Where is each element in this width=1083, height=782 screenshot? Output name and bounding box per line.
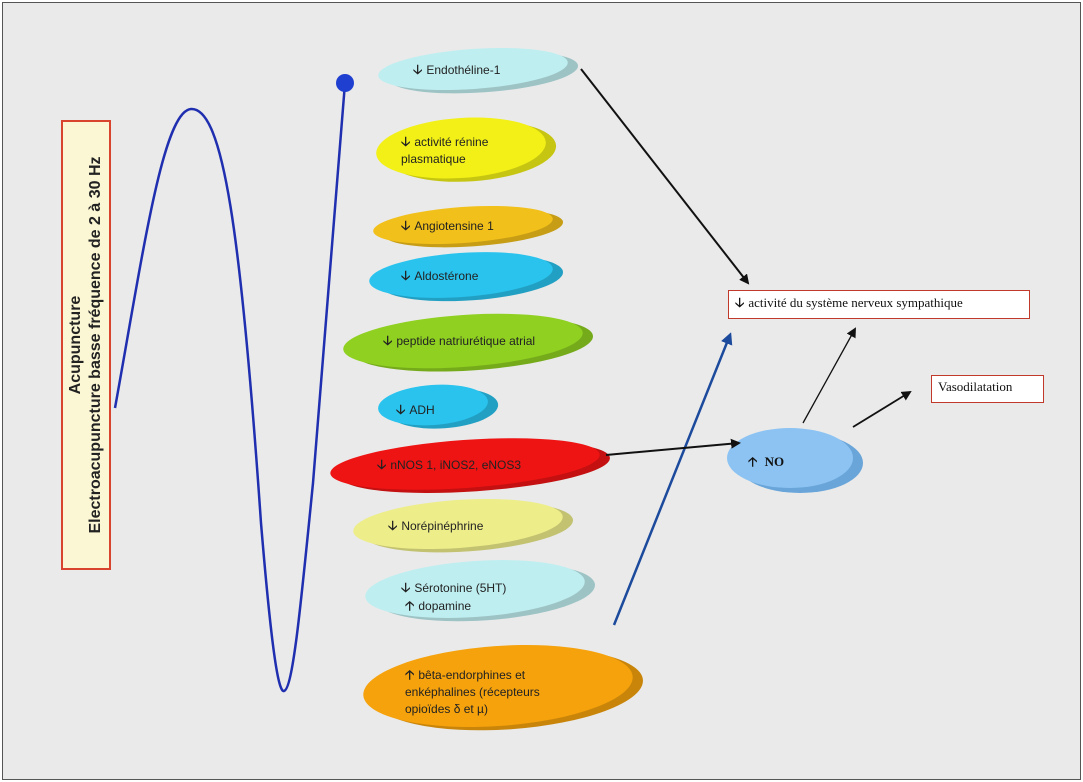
factor-label-line: 🡣Angiotensine 1 bbox=[401, 218, 494, 233]
factor-label-line: 🡡dopamine bbox=[405, 598, 472, 613]
vasodilatation-label: Vasodilatation bbox=[938, 379, 1013, 394]
down-arrow-icon: 🡣 bbox=[396, 402, 406, 417]
factor-label-line: 🡣Norépinéphrine bbox=[388, 518, 484, 533]
sympathique-box: 🡣activité du système nerveux sympathique bbox=[728, 290, 1030, 319]
factor-pill-adh bbox=[378, 384, 499, 429]
arrow-opioides-to-sympathique bbox=[612, 332, 733, 626]
arrow-no-to-sympathique bbox=[802, 327, 856, 424]
factor-label-adh: 🡣ADH bbox=[396, 401, 435, 419]
factor-label-line: 🡣peptide natriurétique atrial bbox=[383, 333, 536, 348]
arrow-endotheline-to-sympathique bbox=[580, 68, 750, 285]
factor-pill-serotonine bbox=[365, 560, 596, 622]
factor-label-line: 🡣Endothéline-1 bbox=[413, 62, 501, 77]
factor-pill-endorphines bbox=[363, 645, 643, 731]
factor-pill-endotheline bbox=[378, 47, 579, 94]
down-arrow-icon: 🡣 bbox=[401, 134, 411, 149]
no-label: 🡡 NO bbox=[748, 454, 785, 469]
down-arrow-icon: 🡣 bbox=[401, 268, 411, 283]
down-arrow-icon: 🡣 bbox=[383, 333, 393, 348]
no-up-arrow-icon: 🡡 bbox=[748, 454, 758, 469]
factor-label-line: enképhalines (récepteurs bbox=[405, 685, 540, 699]
vasodilatation-box: Vasodilatation bbox=[931, 375, 1044, 403]
factor-label-line: 🡣activité rénine bbox=[401, 134, 489, 149]
factor-pill-aldosterone bbox=[369, 252, 564, 302]
factor-label-serotonine: 🡣Sérotonine (5HT) 🡡dopamine bbox=[401, 579, 506, 615]
down-arrow-icon: 🡣 bbox=[401, 218, 411, 233]
factor-label-nos: 🡣nNOS 1, iNOS2, eNOS3 bbox=[377, 456, 521, 474]
down-arrow-icon: 🡣 bbox=[401, 580, 411, 595]
factor-label-angiotensine: 🡣Angiotensine 1 bbox=[401, 217, 494, 235]
arrow-no-to-vasodilatation bbox=[852, 390, 912, 428]
factor-pill-renine bbox=[376, 117, 557, 182]
electroacupuncture-subtitle: Electroacupuncture basse fréquence de 2 … bbox=[87, 156, 104, 534]
factor-label-endorphines: 🡡bêta-endorphines et enképhalines (récept… bbox=[405, 666, 540, 718]
factor-label-line: 🡡bêta-endorphines et bbox=[405, 667, 526, 682]
down-arrow-icon: 🡣 bbox=[388, 518, 398, 533]
diagram-canvas bbox=[113, 47, 912, 731]
down-arrow-icon: 🡣 bbox=[413, 62, 423, 77]
factor-label-aldosterone: 🡣Aldostérone bbox=[401, 267, 478, 285]
factor-pill-peptide bbox=[343, 313, 593, 372]
wave-end-dot bbox=[336, 74, 354, 92]
up-arrow-icon: 🡡 bbox=[405, 598, 415, 613]
stimulation-wave bbox=[113, 82, 347, 693]
factor-label-line: 🡣Sérotonine (5HT) bbox=[401, 580, 507, 595]
down-arrow-icon: 🡣 bbox=[377, 457, 387, 472]
sympathique-down-arrow-icon: 🡣 bbox=[735, 296, 745, 311]
no-node bbox=[727, 428, 863, 493]
factor-pill-nos bbox=[330, 438, 610, 494]
factor-pill-norepinephrine bbox=[353, 498, 574, 553]
factor-pill-angiotensine bbox=[373, 205, 564, 248]
factor-label-line: 🡣Aldostérone bbox=[401, 268, 479, 283]
factor-label-line: 🡣ADH bbox=[396, 402, 435, 417]
arrow-nos-to-no bbox=[605, 438, 741, 456]
factor-label-norepinephrine: 🡣Norépinéphrine bbox=[388, 517, 483, 535]
factor-label-renine: 🡣activité rénine plasmatique bbox=[401, 133, 488, 168]
factor-label-endotheline: 🡣Endothéline-1 bbox=[413, 61, 500, 79]
factor-label-peptide: 🡣peptide natriurétique atrial bbox=[383, 332, 535, 350]
sympathique-label: activité du système nerveux sympathique bbox=[748, 295, 963, 310]
factor-label-line: 🡣nNOS 1, iNOS2, eNOS3 bbox=[377, 457, 522, 472]
acupuncture-title: Acupuncture bbox=[67, 295, 84, 395]
acupuncture-label-box: Acupuncture Electroacupuncture basse fré… bbox=[61, 120, 111, 570]
factor-label-line: opioïdes δ et µ) bbox=[405, 702, 488, 716]
factor-label-line: plasmatique bbox=[401, 152, 466, 166]
up-arrow-icon: 🡡 bbox=[405, 667, 415, 682]
